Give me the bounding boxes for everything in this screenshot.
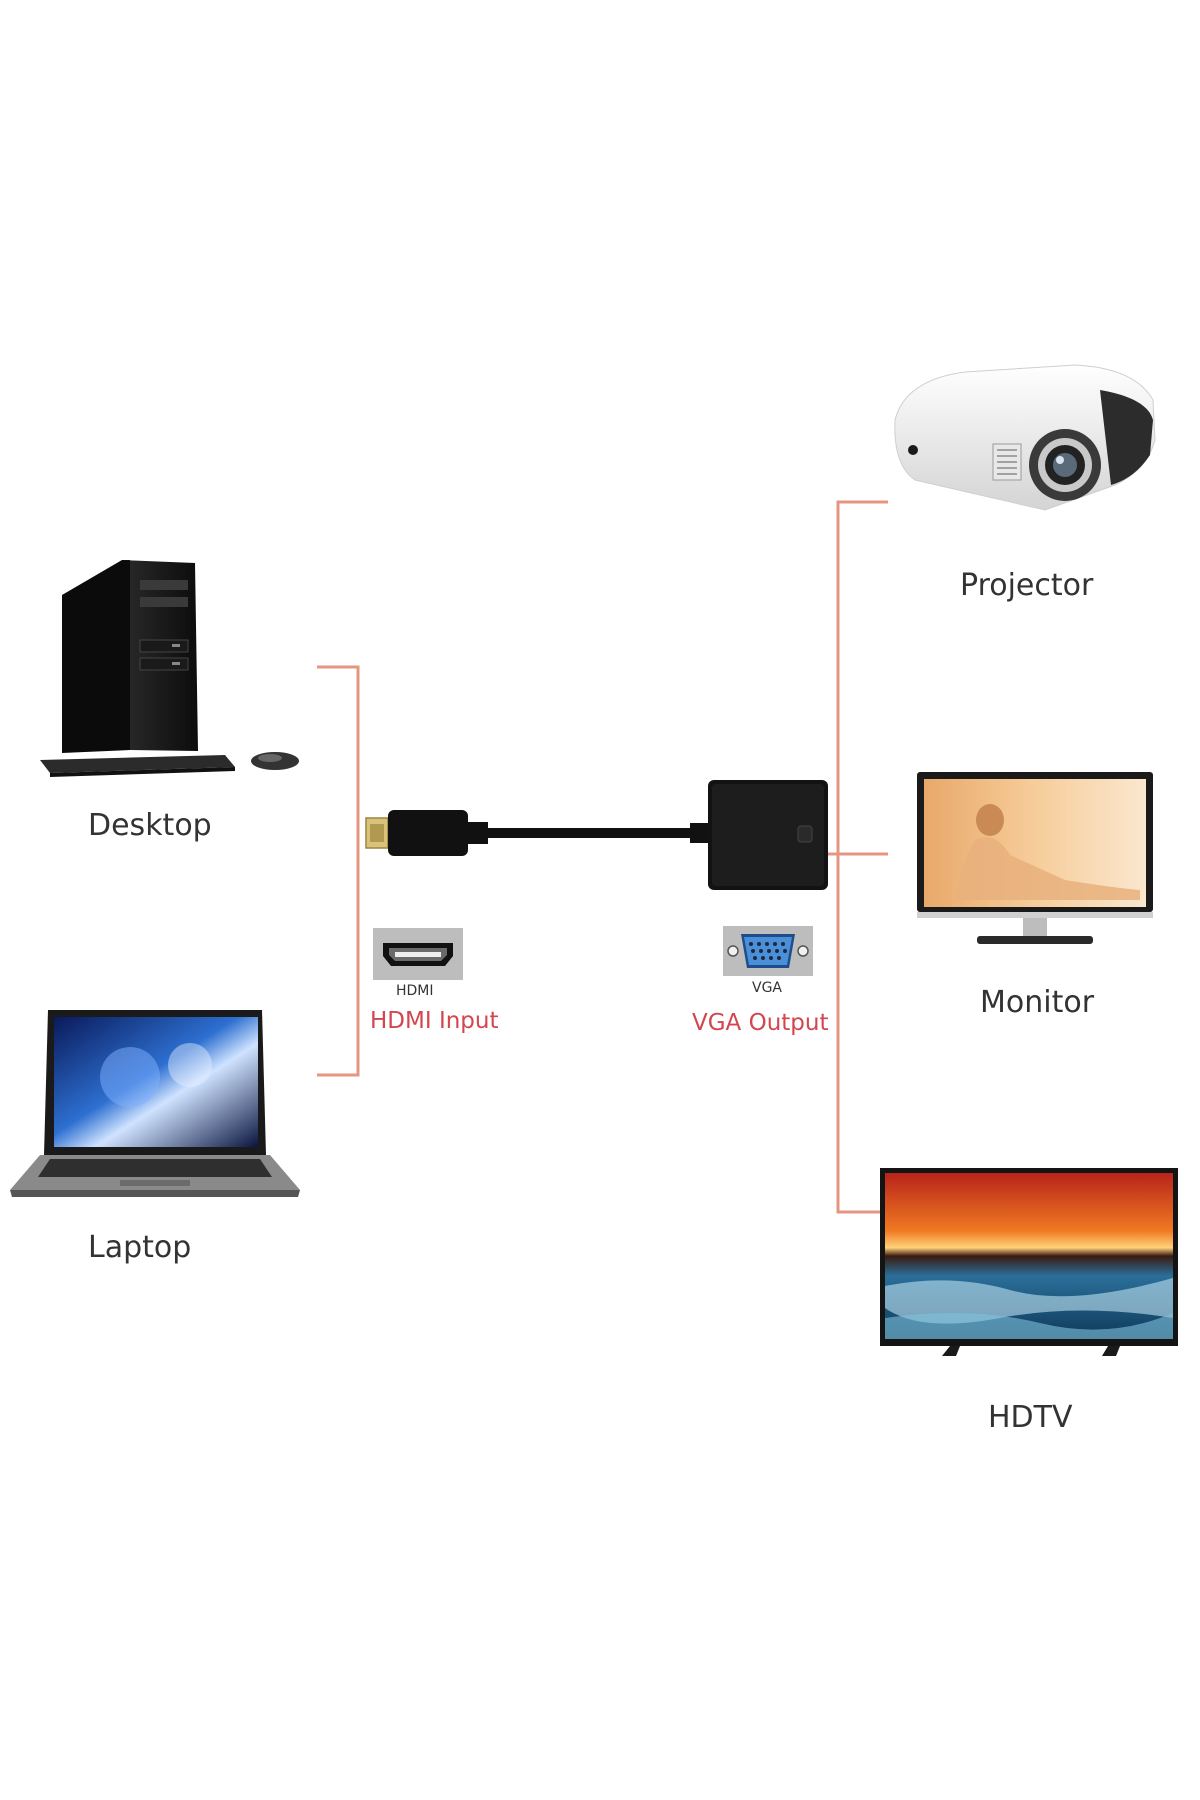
hdtv-label: HDTV	[988, 1400, 1073, 1435]
projector-label: Projector	[960, 568, 1094, 603]
laptop-label: Laptop	[88, 1230, 192, 1265]
desktop-label: Desktop	[88, 808, 212, 843]
adapter-icon	[365, 780, 828, 890]
hdmi-input-title: HDMI Input	[370, 1008, 499, 1034]
laptop-icon	[10, 1010, 300, 1197]
vga-port-icon	[723, 926, 813, 976]
monitor-icon	[917, 772, 1153, 944]
hdmi-caption: HDMI	[396, 983, 434, 999]
vga-output-title: VGA Output	[692, 1010, 829, 1036]
vga-caption: VGA	[752, 980, 783, 996]
desktop-pc-icon	[40, 560, 299, 777]
projector-icon	[894, 364, 1156, 511]
hdmi-port-icon	[373, 928, 463, 980]
monitor-label: Monitor	[980, 985, 1095, 1020]
hdtv-icon	[880, 1168, 1178, 1356]
